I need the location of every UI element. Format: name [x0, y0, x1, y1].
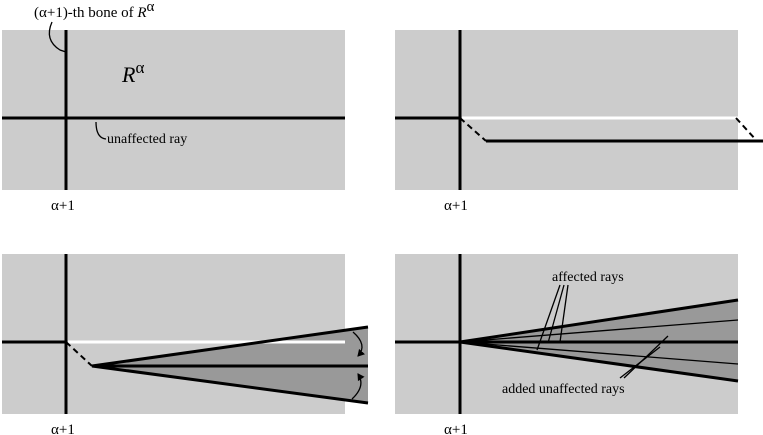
bone-label-leader [48, 21, 67, 53]
unaffected-ray-leader [95, 121, 107, 140]
affected-leader-2 [547, 284, 565, 344]
region-r-alpha-label: Rα [121, 58, 144, 87]
axis-label-panel-1: α+1 [51, 198, 75, 214]
axis-label-panel-4: α+1 [444, 422, 468, 435]
panel-1: (α+1)-th bone of Rα Rα unaffected ray α+… [2, 0, 345, 214]
panel-2: α+1 [395, 30, 763, 214]
panel-3: α+1 [2, 254, 369, 435]
unaffected-ray-label: unaffected ray [107, 132, 187, 147]
bone-label: (α+1)-th bone of Rα [34, 0, 155, 21]
wedge-upper-edge-panel-4 [459, 298, 739, 344]
axis-label-panel-3: α+1 [51, 422, 75, 435]
region-panel-2 [395, 30, 738, 190]
dashed-connector-panel-3 [65, 341, 93, 367]
added-unaffected-rays-label: added unaffected rays [502, 382, 625, 397]
rotation-arrow-lower [351, 373, 365, 400]
dashed-connector-right-panel-2 [735, 117, 758, 142]
added-ray-lower [459, 341, 739, 365]
panel-4: affected rays added unaffected rays α+1 [395, 254, 739, 435]
region-r-alpha-panel-1 [2, 30, 345, 190]
wedge-lower-edge-panel-4 [459, 340, 739, 383]
rotation-arrow-upper [352, 331, 365, 357]
added-leader-2 [623, 335, 669, 379]
affected-leader-3 [559, 284, 569, 343]
wedge-upper-edge-panel-3 [91, 325, 369, 368]
added-ray-upper [459, 319, 739, 343]
affected-rays-label: affected rays [552, 270, 624, 285]
wedge-lower-edge-panel-3 [91, 364, 369, 405]
affected-leader-1 [536, 284, 561, 351]
axis-label-panel-2: α+1 [444, 198, 468, 214]
dashed-connector-left-panel-2 [459, 117, 487, 142]
